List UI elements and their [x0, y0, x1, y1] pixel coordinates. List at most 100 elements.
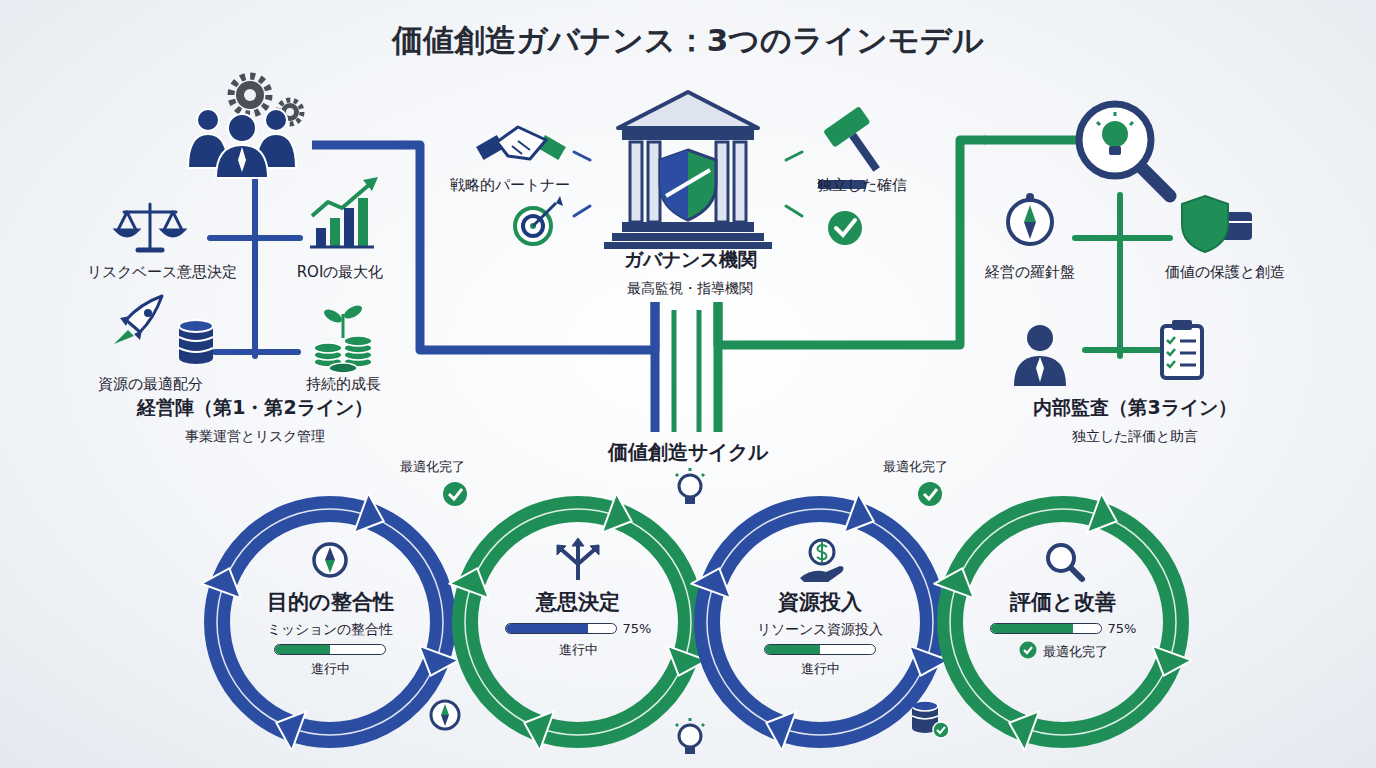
magnifier-bulb-icon	[1130, 122, 1133, 125]
feature-label: 最適化完了	[883, 458, 948, 476]
lightbulb-icon	[685, 497, 695, 504]
scales-icon	[138, 248, 162, 253]
people-icon	[228, 114, 256, 142]
governance-building-icon	[716, 142, 728, 222]
people-icon	[188, 109, 296, 178]
cycle-ring	[419, 646, 459, 676]
shield-chest-icon	[1182, 196, 1228, 252]
management-branch	[215, 349, 298, 355]
growth-chart-icon	[310, 177, 378, 247]
diagram-title: 価値創造ガバナンス：3つのラインモデル	[0, 20, 1376, 62]
governance-connector	[718, 140, 985, 345]
text-row: リソーンス資源投入	[757, 621, 883, 639]
database-icon	[179, 352, 213, 364]
governance-building-icon	[618, 92, 758, 128]
management-branch	[312, 141, 406, 150]
gavel-icon	[823, 106, 895, 182]
magnifier-icon	[1048, 545, 1074, 571]
cycle-ring	[707, 509, 933, 735]
rocket-icon	[126, 296, 162, 332]
lightbulb-icon	[679, 725, 701, 747]
shield-chest-icon	[1182, 196, 1252, 252]
audit-branch	[1075, 235, 1170, 241]
cycle-stage: 資源投入リソーンス資源投入進行中	[690, 492, 950, 752]
stage-text: ガバナンス機関	[624, 247, 757, 273]
auditor-icon	[1014, 356, 1066, 386]
feature-label: 価値の保護と創造	[1165, 263, 1285, 282]
people-icon	[238, 147, 246, 172]
dash-marks	[574, 206, 590, 216]
clipboard-icon	[1180, 341, 1196, 365]
governance-building-icon	[660, 150, 716, 220]
signpost-icon	[572, 538, 584, 546]
stage-text: ミッションの整合性	[267, 621, 393, 639]
audit-branch	[984, 140, 1170, 356]
coins-plant-icon	[329, 363, 357, 373]
stage-text: 75%	[623, 621, 652, 636]
text-row: 独立した評価と助言	[1072, 426, 1198, 446]
target-icon	[533, 203, 556, 226]
central-trunk	[655, 302, 718, 432]
gear-icon	[231, 76, 269, 114]
scales-icon	[116, 230, 138, 236]
feature-label: 持続的成長	[306, 375, 381, 394]
check-icon	[924, 489, 937, 499]
people-icon	[216, 145, 268, 178]
governance-building-icon	[630, 142, 642, 222]
connector-group	[405, 140, 985, 350]
feature-label: ROIの最大化	[297, 263, 384, 282]
coins-plant-icon	[314, 343, 342, 353]
people-icon	[265, 109, 287, 131]
compass-icon	[1008, 200, 1052, 244]
text-row: 目的の整合性	[267, 588, 394, 616]
feature-label: 最適化完了	[400, 458, 465, 476]
scales-icon	[164, 212, 173, 230]
clipboard-icon	[1167, 337, 1175, 367]
compass-icon	[441, 704, 449, 715]
lightbulb-icon	[676, 718, 704, 726]
stage-text: 内部監査（第3ライン）	[1033, 395, 1236, 421]
cycle-ring	[766, 711, 796, 751]
scales-icon	[162, 230, 184, 236]
scales-icon	[118, 212, 127, 230]
text-row: 経営陣（第1・第2ライン）	[137, 395, 372, 421]
growth-chart-icon	[330, 218, 340, 246]
governance-connector	[405, 145, 655, 350]
cycle-ring	[276, 711, 306, 751]
target-icon	[515, 196, 563, 244]
cycle-ring	[707, 509, 933, 735]
magnifier-bulb-icon	[1097, 122, 1100, 125]
governance-building-icon	[604, 242, 772, 249]
governance-building-icon	[648, 142, 660, 222]
management-branch	[210, 145, 406, 356]
feature-label: リスクベース意思決定	[87, 263, 237, 282]
text-row: 資源投入	[778, 588, 862, 616]
text-row: 75%	[990, 621, 1137, 636]
database-icon	[912, 716, 938, 719]
stage-text: 75%	[1108, 621, 1137, 636]
governance-building-icon	[622, 222, 754, 232]
compass-icon	[431, 701, 459, 729]
lightbulb-icon	[685, 747, 695, 754]
progress-bar	[274, 644, 386, 655]
cycle-ring	[448, 492, 708, 752]
stage-text: 独立した評価と助言	[1072, 428, 1198, 446]
cycle-ring	[217, 509, 443, 735]
compass-icon	[325, 547, 335, 560]
stage-text: 最適化完了	[1043, 643, 1108, 661]
cycle-ring	[602, 493, 632, 533]
growth-chart-icon	[310, 246, 374, 249]
progress-bar	[505, 623, 617, 634]
stage-text: 進行中	[559, 641, 598, 659]
audit-branch	[984, 136, 1078, 145]
stage-text: 意思決定	[536, 588, 620, 616]
dash-marks	[786, 206, 802, 216]
check-icon	[449, 489, 462, 499]
growth-chart-icon	[363, 177, 378, 191]
rocket-icon	[144, 309, 152, 317]
check-icon	[443, 482, 467, 506]
compass-icon	[441, 715, 449, 726]
management-branch	[210, 235, 300, 241]
cycle-stage: 意思決定75% 進行中	[448, 492, 708, 752]
rocket-icon	[114, 296, 162, 344]
